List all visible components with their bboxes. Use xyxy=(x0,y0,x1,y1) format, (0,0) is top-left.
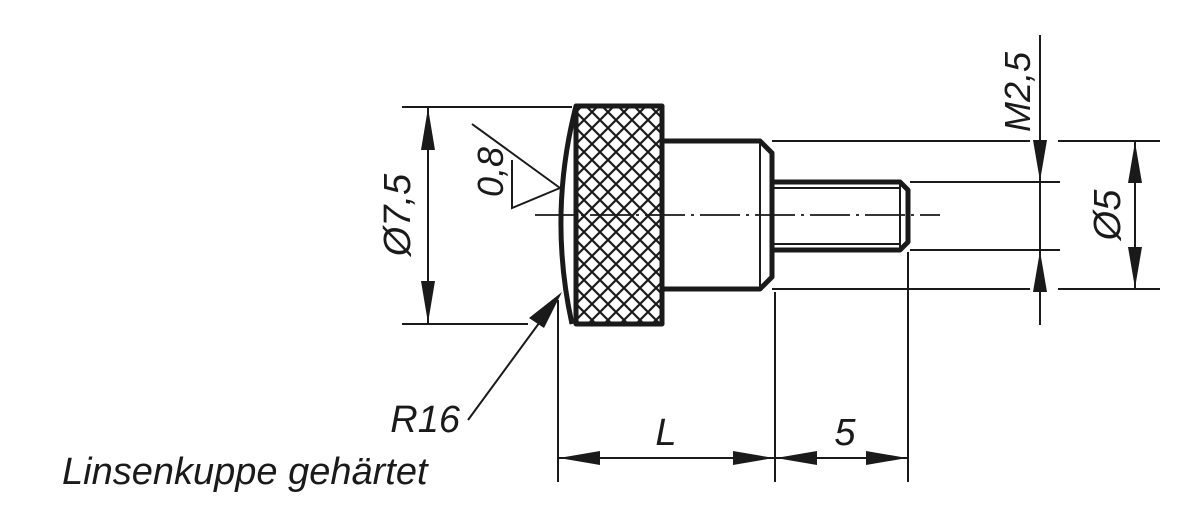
dimension-thread: M2,5 xyxy=(910,35,1060,325)
roughness-label: 0,8 xyxy=(470,147,511,197)
length-label: L xyxy=(655,412,676,454)
dimension-lengths: L 5 xyxy=(557,252,909,482)
note-label: Linsenkuppe gehärtet xyxy=(62,451,429,493)
radius-label: R16 xyxy=(390,399,461,441)
dimension-shoulder-diameter: Ø5 xyxy=(772,140,1160,290)
thread-label: M2,5 xyxy=(997,51,1038,132)
thread-length-label: 5 xyxy=(834,412,856,454)
threaded-pin xyxy=(772,179,911,253)
dimension-knob-diameter: Ø7,5 xyxy=(377,106,572,325)
shoulder-diameter-label: Ø5 xyxy=(1087,189,1129,243)
radius-leader: R16 Linsenkuppe gehärtet xyxy=(62,292,562,493)
roughness-symbol: 0,8 xyxy=(470,123,561,210)
knob-diameter-label: Ø7,5 xyxy=(377,173,419,258)
